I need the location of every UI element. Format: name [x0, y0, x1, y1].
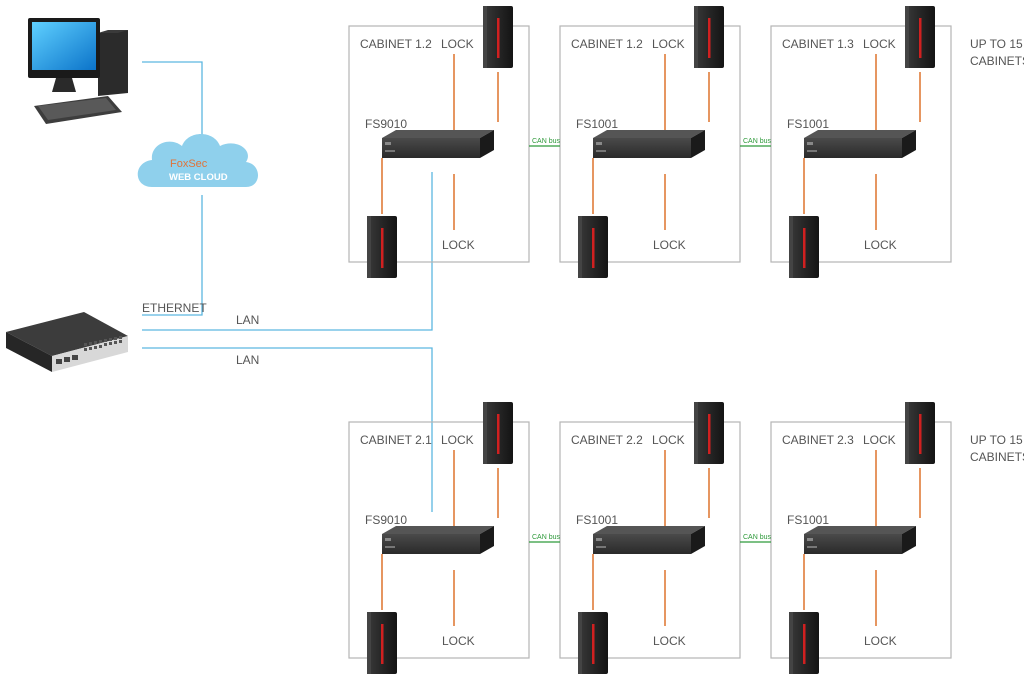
cabinet-name: CABINET 2.1 — [360, 433, 432, 447]
cloud-icon: FoxSec WEB CLOUD — [137, 134, 258, 187]
can-bus-label: CAN bus — [532, 138, 561, 145]
can-bus-label: CAN bus — [743, 534, 772, 541]
controller-unit-icon — [382, 130, 494, 158]
lan-line-row1 — [142, 172, 433, 331]
controller-unit-icon — [593, 130, 705, 158]
cabinet-frame — [770, 25, 952, 263]
controller-name: FS1001 — [576, 117, 618, 131]
cloud-label: WEB CLOUD — [169, 172, 228, 183]
lock-label-top: LOCK — [863, 37, 896, 51]
can-bus-label: CAN bus — [743, 138, 772, 145]
lock-label-top: LOCK — [441, 37, 474, 51]
ethernet-label: ETHERNET — [142, 301, 207, 315]
card-reader-icon — [483, 402, 513, 464]
controller-name: FS9010 — [365, 513, 407, 527]
lock-label-bottom: LOCK — [864, 634, 897, 648]
cabinet-limit-note: CABINETS — [970, 450, 1024, 464]
card-reader-icon — [367, 612, 397, 674]
cabinet-limit-note: UP TO 15 — [970, 433, 1023, 447]
lock-label-bottom: LOCK — [653, 634, 686, 648]
ethernet-line-cloud-switch — [142, 195, 203, 316]
lock-label-bottom: LOCK — [442, 634, 475, 648]
card-reader-icon — [578, 216, 608, 278]
controller-name: FS1001 — [576, 513, 618, 527]
card-reader-icon — [578, 612, 608, 674]
cabinet-frame — [348, 25, 530, 263]
cabinet-name: CABINET 2.3 — [782, 433, 854, 447]
network-switch-icon — [6, 312, 128, 372]
controller-name: FS9010 — [365, 117, 407, 131]
controller-unit-icon — [593, 526, 705, 554]
lan-line-row2 — [142, 347, 433, 512]
card-reader-icon — [694, 402, 724, 464]
card-reader-icon — [483, 6, 513, 68]
lock-label-bottom: LOCK — [442, 238, 475, 252]
cabinet-limit-note: CABINETS — [970, 54, 1024, 68]
lock-label-bottom: LOCK — [864, 238, 897, 252]
lock-label-bottom: LOCK — [653, 238, 686, 252]
card-reader-icon — [789, 612, 819, 674]
lock-label-top: LOCK — [652, 433, 685, 447]
cabinet-frame — [770, 421, 952, 659]
controller-unit-icon — [804, 130, 916, 158]
lock-label-top: LOCK — [863, 433, 896, 447]
card-reader-icon — [789, 216, 819, 278]
cabinet-frame — [348, 421, 530, 659]
desktop-computer-icon — [28, 18, 128, 124]
ethernet-line-computer — [142, 61, 203, 135]
controller-unit-icon — [382, 526, 494, 554]
lock-label-top: LOCK — [652, 37, 685, 51]
lan-label-1: LAN — [236, 313, 259, 327]
lan-label-2: LAN — [236, 353, 259, 367]
cabinet-name: CABINET 1.2 — [571, 37, 643, 51]
can-bus-label: CAN bus — [532, 534, 561, 541]
controller-unit-icon — [804, 526, 916, 554]
cabinet-name: CABINET 2.2 — [571, 433, 643, 447]
card-reader-icon — [905, 402, 935, 464]
card-reader-icon — [367, 216, 397, 278]
controller-name: FS1001 — [787, 117, 829, 131]
cabinet-limit-note: UP TO 15 — [970, 37, 1023, 51]
card-reader-icon — [905, 6, 935, 68]
cabinet-name: CABINET 1.3 — [782, 37, 854, 51]
cabinet-frame — [559, 421, 741, 659]
card-reader-icon — [694, 6, 724, 68]
lock-label-top: LOCK — [441, 433, 474, 447]
controller-name: FS1001 — [787, 513, 829, 527]
cabinet-name: CABINET 1.2 — [360, 37, 432, 51]
cloud-brand: FoxSec — [170, 158, 208, 170]
cabinet-frame — [559, 25, 741, 263]
